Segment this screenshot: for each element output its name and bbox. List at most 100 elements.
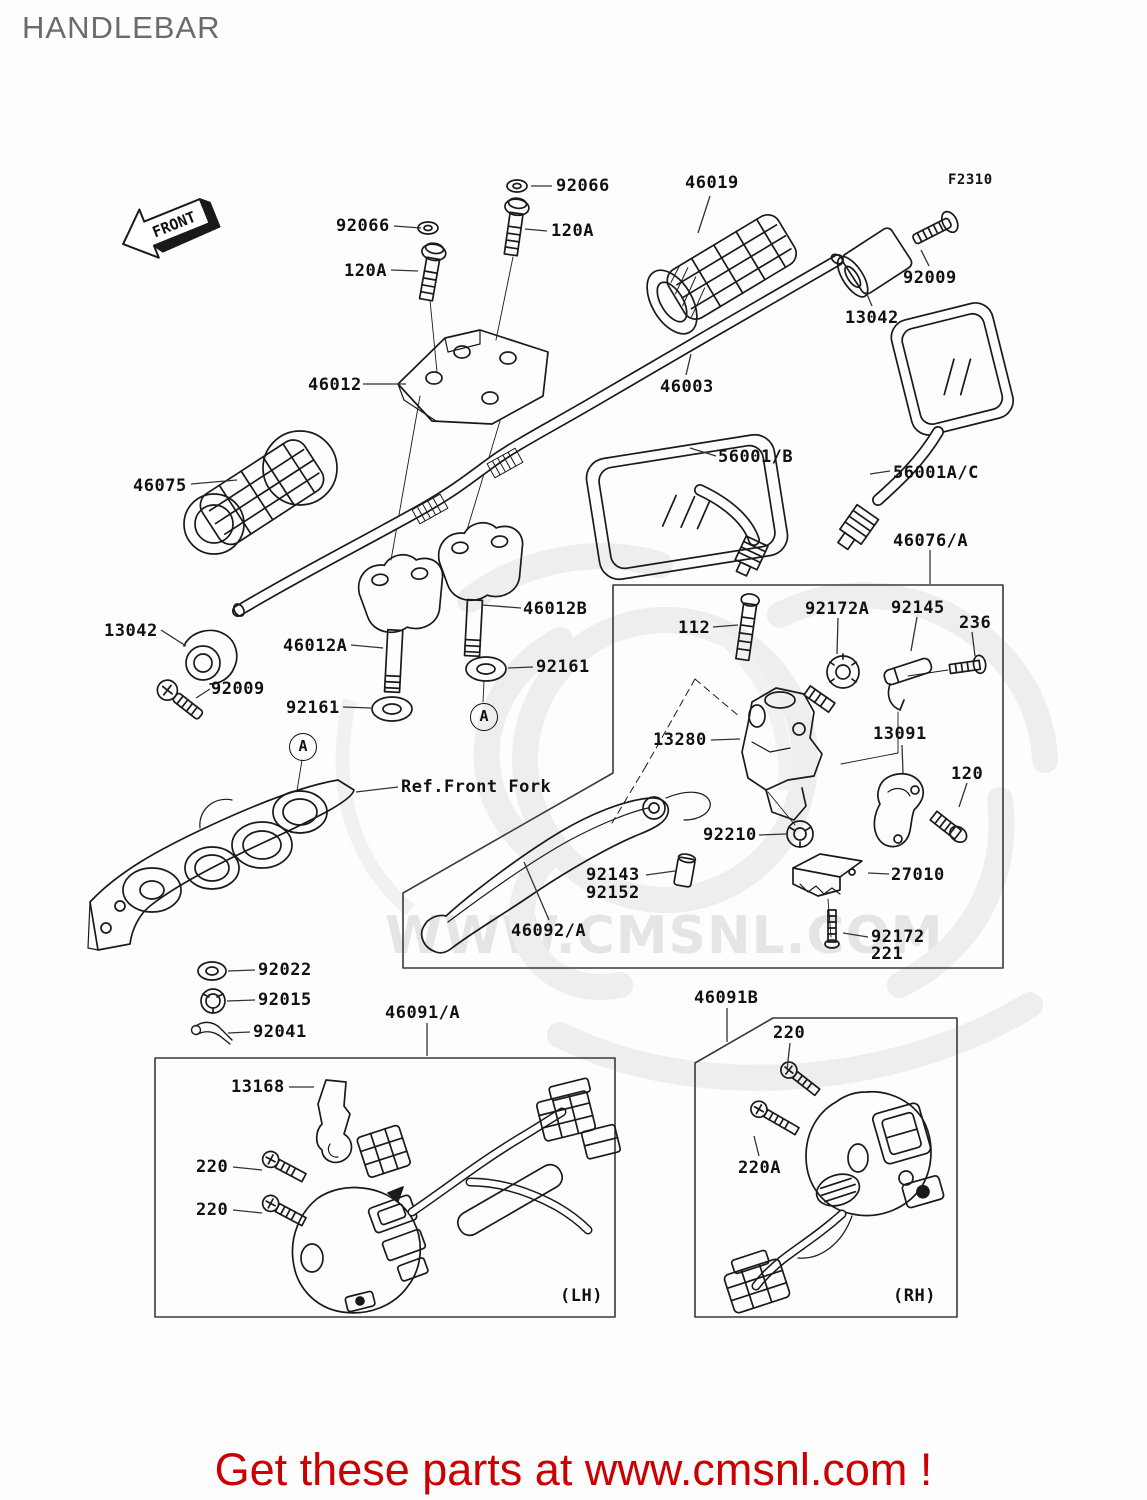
leader-line (227, 969, 256, 972)
lh-switch-housing (291, 1186, 429, 1314)
part-label-56001a-c: 56001A/C (893, 463, 979, 483)
leader-line (524, 228, 548, 232)
part-label-rh: (RH) (893, 1286, 936, 1306)
leader-line (390, 269, 419, 272)
riser-clamp-46012a (357, 553, 444, 694)
holder-bracket (397, 329, 549, 425)
leader-line (355, 786, 399, 793)
part-label-13042: 13042 (845, 308, 899, 328)
leader-line (685, 353, 692, 376)
leader-line (226, 999, 256, 1002)
rh-switch-housing (805, 1090, 945, 1217)
leader-line (920, 249, 930, 267)
part-label-92152: 92152 (586, 883, 640, 903)
bracket-13168 (315, 1079, 353, 1164)
leader-line (865, 291, 873, 307)
part-label-46012b: 46012B (523, 599, 588, 619)
leader-line (160, 629, 187, 647)
part-label-92143: 92143 (586, 865, 640, 885)
part-label-220: 220 (773, 1023, 806, 1043)
leader-line (645, 870, 676, 876)
part-label-56001-b: 56001/B (718, 447, 794, 467)
part-label-46091b: 46091B (694, 988, 759, 1008)
leader-line (842, 932, 869, 938)
throttle-grip (646, 213, 798, 335)
part-label-13091: 13091 (873, 724, 927, 744)
nut-92015 (200, 988, 226, 1014)
callout-a-2: A (289, 733, 317, 761)
screw-220-lh-2 (261, 1194, 307, 1227)
screw-220-rh (780, 1061, 821, 1097)
leader-line (712, 624, 739, 628)
part-label-92009: 92009 (903, 268, 957, 288)
screw-92172-221 (824, 909, 840, 949)
leader-line (227, 1031, 251, 1034)
part-label-92161: 92161 (286, 698, 340, 718)
rh-wire (723, 1209, 853, 1314)
part-label-92009: 92009 (211, 679, 265, 699)
pin-92041 (190, 1021, 233, 1045)
watermark-text: WWW.CMSNL.COM (385, 906, 944, 966)
part-label-13280: 13280 (653, 730, 707, 750)
leader-line (710, 738, 741, 741)
part-label-46012: 46012 (308, 375, 362, 395)
part-label-ref-front-fork: Ref.Front Fork (401, 777, 552, 797)
part-label-46075: 46075 (133, 476, 187, 496)
screw-236 (948, 654, 987, 675)
nut-92210 (786, 820, 814, 848)
right-mirror (837, 302, 1015, 551)
handlebar-tube (232, 253, 844, 617)
bolt-120a-right (503, 197, 530, 257)
leader-line (697, 195, 711, 234)
leader-line (958, 782, 968, 808)
part-label-46091-a: 46091/A (385, 1003, 461, 1023)
screw-220a-rh (750, 1100, 800, 1136)
left-mirror (585, 433, 789, 581)
part-label-220: 220 (196, 1157, 229, 1177)
part-label-120a: 120A (344, 261, 387, 281)
front-arrow-icon: FRONT (122, 198, 221, 259)
part-label-120a: 120A (551, 221, 594, 241)
screw-92009-right (912, 210, 959, 245)
bushing-92143 (673, 853, 697, 888)
leader-line (689, 447, 717, 457)
leader-line (507, 666, 534, 669)
leader-line (901, 744, 904, 774)
lever-pivot-92145 (883, 657, 933, 711)
part-label-92066: 92066 (336, 216, 390, 236)
part-label-46003: 46003 (660, 377, 714, 397)
leader-line (971, 631, 976, 657)
part-label-92022: 92022 (258, 960, 312, 980)
part-label-92161: 92161 (536, 657, 590, 677)
leader-line (869, 470, 891, 475)
clutch-lever-46092a (420, 791, 711, 954)
part-label-92041: 92041 (253, 1022, 307, 1042)
leader-line (758, 833, 787, 836)
callout-a-1: A (470, 703, 498, 731)
part-label-112: 112 (678, 618, 711, 638)
bolt-120 (929, 810, 968, 843)
screw-220-lh-1 (261, 1150, 307, 1183)
leader-line (342, 706, 372, 709)
adjuster-92172a (803, 653, 860, 713)
left-grip (183, 430, 338, 555)
right-bar-weight (836, 210, 959, 298)
washer-92022 (197, 961, 227, 981)
washer-92161-right (465, 656, 507, 682)
footer-promo: Get these parts at www.cmsnl.com ! (214, 1444, 933, 1495)
leader-line (523, 861, 550, 921)
part-label-92145: 92145 (891, 598, 945, 618)
part-label-92172: 92172 (871, 927, 925, 947)
part-label-46019: 46019 (685, 173, 739, 193)
washer-92161-left (371, 696, 413, 722)
washer-92066-right (506, 179, 528, 193)
triple-clamp (87, 779, 355, 951)
part-label-46012a: 46012A (283, 636, 348, 656)
part-label-92066: 92066 (556, 176, 610, 196)
clamp-13091 (873, 772, 925, 848)
leader-line (481, 604, 522, 609)
leader-line (190, 479, 238, 485)
